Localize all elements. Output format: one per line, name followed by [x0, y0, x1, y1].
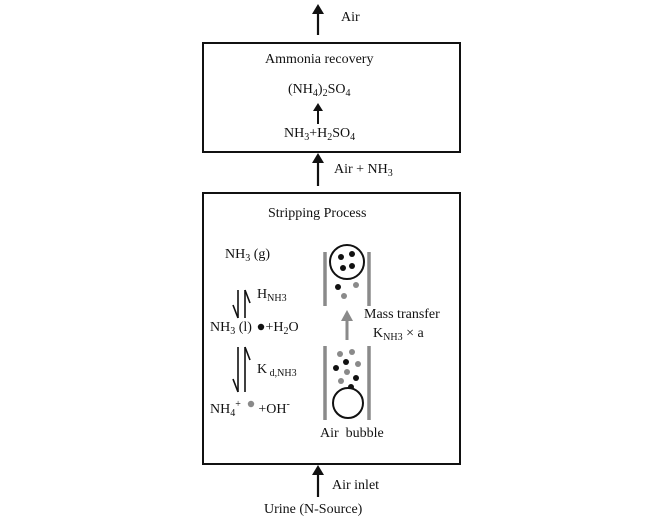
henry-equilibrium-arrows [232, 289, 251, 319]
ammonia-recovery-title: Ammonia recovery [265, 52, 374, 67]
nh4-ion-marker [247, 400, 255, 408]
stripping-process-title: Stripping Process [268, 206, 367, 221]
ammonia-recovery-box [202, 42, 461, 153]
dissociation-constant-label: K d,NH3 [257, 362, 297, 379]
reactants-label: NH3+H2SO4 [284, 126, 356, 143]
mass-transfer-label: Mass transfer [364, 307, 440, 322]
air-output-label: Air [341, 10, 360, 25]
air-nh3-label: Air + NH3 [334, 162, 393, 179]
air-bubble-label: Air bubble [320, 426, 384, 441]
reaction-arrow [313, 103, 323, 124]
mass-transfer-coefficient: KNH3 × a [373, 326, 424, 343]
stripping-process-box [202, 192, 461, 465]
air-out-arrow [312, 4, 324, 35]
urine-source-label: Urine (N-Source) [264, 502, 363, 517]
nh3-liquid-label: NH3 (l) +H2O [210, 320, 299, 337]
air-nh3-arrow [312, 153, 324, 186]
ammonium-sulfate-label: (NH4)2SO4 [288, 82, 351, 99]
ions-label: NH4+ +OH- [210, 399, 290, 419]
nh3-liquid-marker [257, 323, 265, 331]
upper-column [323, 244, 371, 306]
dissociation-equilibrium-arrows [232, 346, 251, 393]
air-inlet-arrow [312, 465, 324, 497]
henry-constant-label: HNH3 [257, 287, 287, 304]
air-inlet-label: Air inlet [332, 478, 380, 493]
nh3-gas-label: NH3 (g) [225, 247, 271, 264]
mass-transfer-arrow [341, 310, 353, 340]
lower-column [323, 346, 371, 420]
